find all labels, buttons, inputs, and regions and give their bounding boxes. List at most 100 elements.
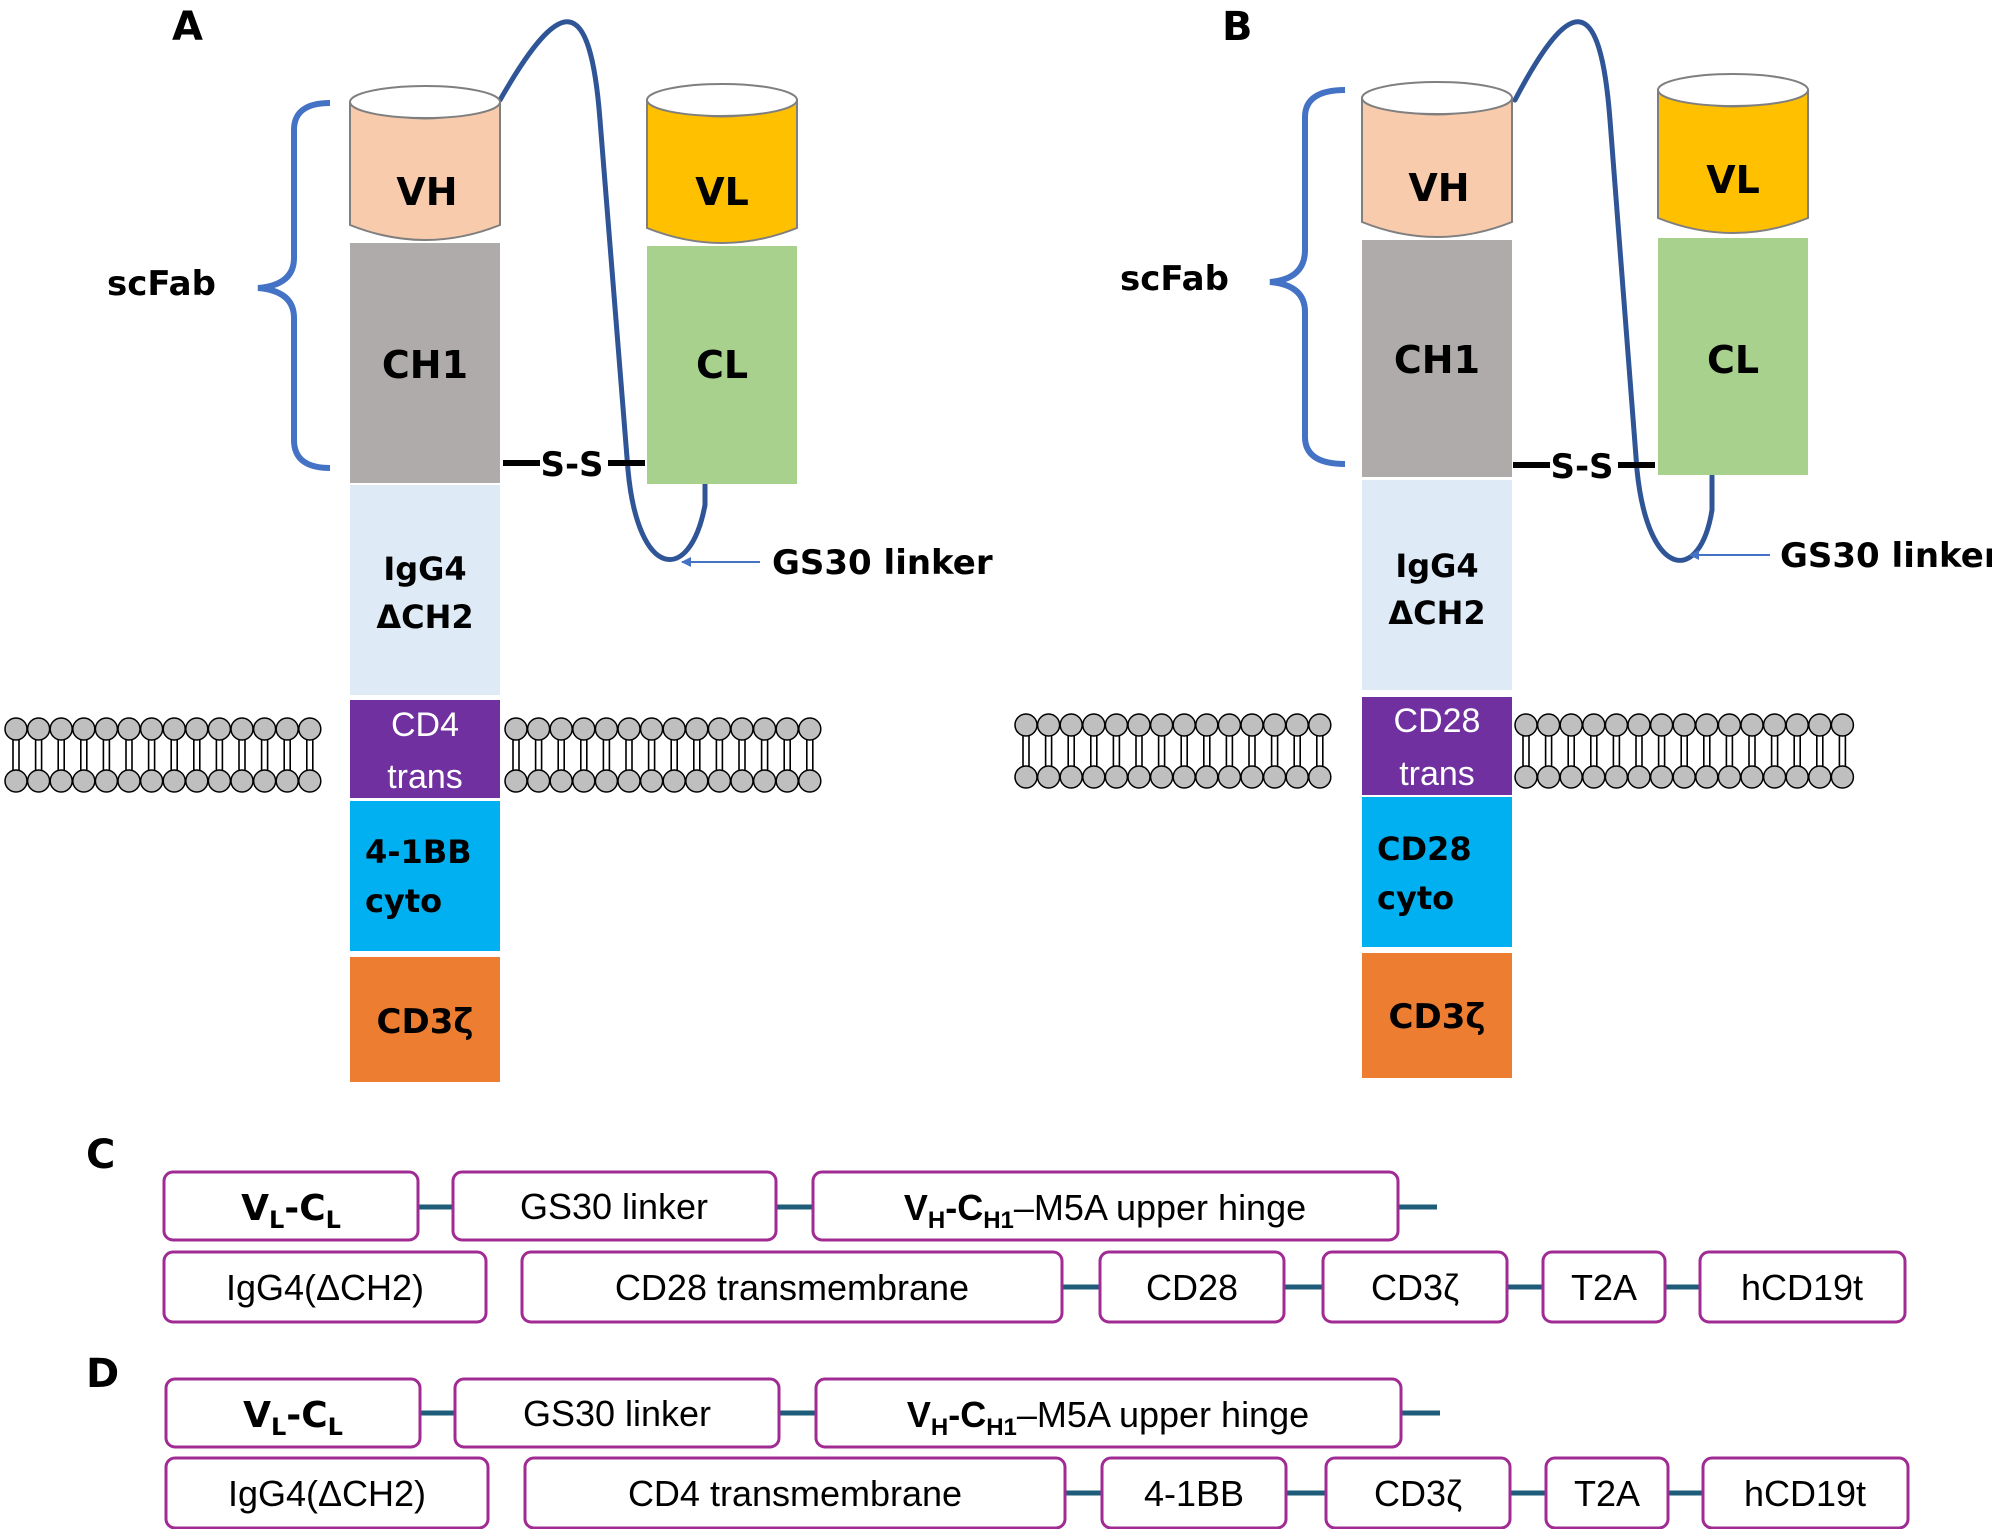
lipid-head — [1672, 765, 1696, 789]
cl-domain-b — [1658, 238, 1808, 475]
lipid-tail — [1657, 736, 1666, 766]
lipid-tail — [306, 740, 314, 770]
ch1-sub: H1 — [983, 1207, 1014, 1234]
lipid-tail — [1522, 736, 1530, 766]
lipid-head — [1695, 765, 1719, 789]
vl-cl-dash: - — [284, 1188, 299, 1229]
lipid-head — [1195, 713, 1219, 737]
lipid-head — [117, 769, 141, 793]
lipid-tail — [647, 740, 656, 770]
lipid-head — [185, 717, 209, 741]
lipid-tail — [1635, 736, 1643, 766]
lipid-head — [207, 717, 232, 741]
lipid-tail — [1112, 736, 1121, 766]
trans-label-2-b: trans — [1399, 755, 1475, 793]
lipid-head — [1195, 765, 1219, 789]
lipid-head — [1104, 713, 1129, 737]
vh-main: V — [904, 1187, 928, 1228]
cd3z-label-d: CD3ζ — [1374, 1473, 1462, 1514]
igg4-box-d — [164, 1456, 490, 1529]
lipid-head — [1830, 765, 1855, 789]
lipid-head — [1036, 765, 1061, 789]
lipid-head — [1014, 765, 1038, 789]
lipid-head — [639, 717, 664, 741]
lipid-head — [526, 717, 551, 741]
lipid-head — [685, 769, 709, 793]
lipid-head — [207, 769, 232, 793]
lipid-tail — [1225, 736, 1234, 766]
lipid-tail — [283, 740, 291, 770]
gs30-linker-label-c: GS30 linker — [520, 1186, 708, 1227]
vh-ch1-dash: - — [948, 1394, 960, 1435]
hcd19t-box-d — [1701, 1456, 1910, 1529]
lipid-tail — [1203, 736, 1211, 766]
lipid-tail — [715, 740, 724, 770]
lipid-tail — [170, 740, 178, 770]
lipid-head — [707, 717, 732, 741]
lipid-head — [230, 717, 254, 741]
vh-ch1-dash: - — [945, 1187, 957, 1228]
transmembrane-domain-a — [350, 700, 500, 798]
t2a-box-d — [1544, 1456, 1670, 1529]
t2a-label-c: T2A — [1571, 1267, 1637, 1308]
panel-c: C VL-CL GS30 linker VH-CH1–M5A upper hin… — [86, 1132, 1907, 1324]
hinge-rest: –M5A upper hinge — [1017, 1394, 1309, 1435]
costim-box-d — [1100, 1456, 1288, 1529]
cl-main: C — [299, 1188, 325, 1229]
hinge-rest: –M5A upper hinge — [1014, 1187, 1306, 1228]
hinge-label-2-a: ΔCH2 — [376, 598, 473, 636]
lipid-head — [298, 769, 322, 793]
lipid-tail — [1838, 736, 1847, 766]
trans-label-1-a: CD4 — [391, 706, 459, 744]
lipid-head — [1059, 713, 1083, 737]
scfab-label-b: scFab — [1120, 259, 1229, 299]
lipid-tail — [1316, 736, 1324, 766]
lipid-head — [1649, 713, 1674, 737]
lipid-tail — [1567, 736, 1575, 766]
lipid-tail — [1770, 736, 1779, 766]
lipid-head — [775, 769, 799, 793]
cl-label-a: CL — [696, 343, 748, 387]
cl-label-b: CL — [1707, 338, 1759, 382]
lipid-head — [1717, 765, 1742, 789]
vh-label-a: VH — [396, 170, 457, 214]
scfab-label-a: scFab — [107, 264, 216, 304]
hcd19t-label-d: hCD19t — [1744, 1473, 1866, 1514]
lipid-head — [1649, 765, 1674, 789]
lipid-head — [298, 717, 322, 741]
lipid-tail — [1725, 736, 1734, 766]
lipid-head — [1785, 765, 1809, 789]
lipid-head — [1559, 765, 1583, 789]
hinge-label-2-b: ΔCH2 — [1388, 594, 1485, 632]
lipid-tail — [1270, 736, 1279, 766]
ch1-domain-b — [1362, 240, 1512, 477]
transmembrane-box-c — [520, 1250, 1064, 1324]
lipid-tail — [260, 740, 269, 770]
lipid-head — [798, 769, 822, 793]
lipid-head — [685, 717, 709, 741]
vl-rim-b — [1657, 73, 1809, 107]
vh-ch1-hinge-label-c: VH-CH1–M5A upper hinge — [904, 1187, 1306, 1234]
igg4-box-c — [162, 1250, 488, 1324]
ch1-sub: H1 — [986, 1414, 1017, 1441]
lipid-head — [1559, 713, 1583, 737]
lipid-head — [26, 717, 51, 741]
lipid-head — [1308, 713, 1332, 737]
vl-cl-dash: - — [286, 1395, 301, 1436]
scfab-bracket-b — [1269, 87, 1346, 467]
ss-bond-label-a: S-S — [540, 445, 603, 485]
cyto-domain-b — [1362, 797, 1512, 947]
lipid-tail — [193, 740, 201, 770]
lipid-head — [252, 717, 277, 741]
vh-rim-a — [349, 85, 501, 119]
lipid-head — [1627, 713, 1651, 737]
lipid-head — [72, 769, 96, 793]
lipid-tail — [57, 740, 65, 770]
membrane-bilayer-a — [4, 717, 822, 793]
lipid-head — [117, 717, 141, 741]
lipid-tail — [1612, 736, 1621, 766]
lipid-head — [1036, 713, 1061, 737]
ch1-label-a: CH1 — [382, 343, 468, 387]
lipid-tail — [1022, 736, 1030, 766]
lipid-head — [4, 769, 28, 793]
